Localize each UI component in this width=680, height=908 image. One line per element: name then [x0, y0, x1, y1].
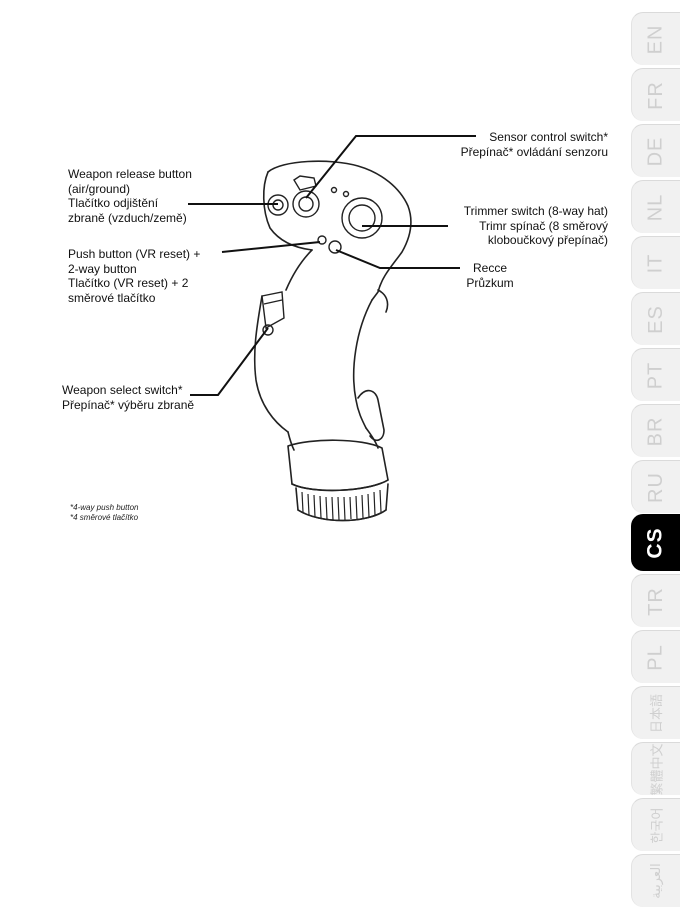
- callout-line: směrové tlačítko: [68, 290, 156, 305]
- callout-line: Push button (VR reset) +: [68, 247, 201, 261]
- tab-label: BR: [644, 416, 667, 446]
- tab-pl[interactable]: PL: [631, 630, 680, 683]
- label-sensor-control: Sensor control switch* Přepínač* ovládán…: [461, 130, 608, 159]
- callout-line: Tlačítko odjištění: [68, 196, 159, 210]
- callout-line: Trimr spínač (8 směrový: [479, 218, 608, 233]
- footnote-line-cs: *4 směrové tlačítko: [70, 513, 139, 522]
- tab-br[interactable]: BR: [631, 404, 680, 457]
- tab-label: NL: [644, 193, 667, 221]
- tab-de[interactable]: DE: [631, 124, 680, 177]
- label-weapon-release: Weapon release button (air/ground) Tlačí…: [68, 167, 192, 225]
- tab-label: العربية: [648, 863, 663, 899]
- tab-cs[interactable]: CS: [631, 514, 680, 571]
- tab-label: 日本語: [649, 693, 665, 733]
- tab-fr[interactable]: FR: [631, 68, 680, 121]
- callout-line: Průzkum: [466, 275, 514, 290]
- language-tabs: EN FR DE NL IT ES PT BR RU CS TR PL 日本語 …: [630, 0, 680, 908]
- tab-label: CS: [644, 527, 667, 559]
- tab-ko[interactable]: 한국어: [631, 798, 680, 851]
- callout-line: Sensor control switch*: [489, 130, 608, 144]
- callout-line: Přepínač* ovládání senzoru: [460, 144, 608, 159]
- tab-label: PT: [644, 361, 667, 389]
- tab-label: PL: [644, 643, 667, 671]
- footnote-line-en: *4-way push button: [70, 503, 139, 512]
- callout-line: zbraně (vzduch/země): [68, 210, 187, 225]
- tab-label: 한국어: [649, 807, 665, 843]
- label-push-button: Push button (VR reset) + 2-way button Tl…: [68, 247, 200, 305]
- tab-pt[interactable]: PT: [631, 348, 680, 401]
- tab-nl[interactable]: NL: [631, 180, 680, 233]
- label-trimmer-switch: Trimmer switch (8-way hat) Trimr spínač …: [464, 204, 608, 248]
- tab-en[interactable]: EN: [631, 12, 680, 65]
- tab-it[interactable]: IT: [631, 236, 680, 289]
- tab-label: IT: [644, 253, 667, 273]
- callout-line: Weapon release button: [68, 167, 192, 181]
- tab-ar[interactable]: العربية: [631, 854, 680, 907]
- tab-label: RU: [644, 471, 667, 503]
- tab-zh[interactable]: 繁體中文: [631, 742, 680, 795]
- callout-line: kloboučkový přepínač): [487, 233, 608, 247]
- footnote: *4-way push button *4 směrové tlačítko: [70, 503, 139, 523]
- label-recce: Recce Průzkum: [462, 261, 518, 290]
- callout-line: 2-way button: [68, 261, 137, 276]
- tab-ja[interactable]: 日本語: [631, 686, 680, 739]
- callout-line: Přepínač* výběru zbraně: [62, 397, 195, 412]
- callout-line: Recce: [472, 261, 507, 275]
- label-weapon-select: Weapon select switch* Přepínač* výběru z…: [62, 383, 194, 412]
- tab-label: TR: [644, 586, 667, 616]
- tab-label: EN: [644, 24, 667, 54]
- tab-label: FR: [644, 80, 667, 110]
- tab-label: 繁體中文: [649, 742, 665, 796]
- tab-tr[interactable]: TR: [631, 574, 680, 627]
- callout-line: Tlačítko (VR reset) + 2: [68, 276, 189, 290]
- tab-label: ES: [644, 304, 667, 334]
- tab-ru[interactable]: RU: [631, 460, 680, 513]
- tab-label: DE: [644, 136, 667, 166]
- callout-line: (air/ground): [68, 181, 131, 196]
- tab-es[interactable]: ES: [631, 292, 680, 345]
- callout-line: Weapon select switch*: [62, 383, 183, 397]
- callout-line: Trimmer switch (8-way hat): [463, 204, 608, 218]
